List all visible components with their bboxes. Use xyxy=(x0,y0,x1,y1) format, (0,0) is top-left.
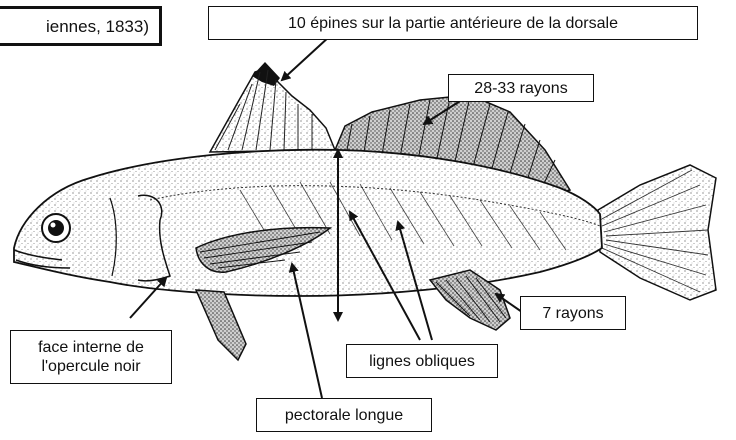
pelvic-fin xyxy=(196,290,246,360)
pectoral-text: pectorale longue xyxy=(285,406,403,425)
opercle-text-line2: l'opercule noir xyxy=(41,357,140,376)
title-fragment-box: iennes, 1833) xyxy=(0,6,162,46)
dorsal-spines-label: 10 épines sur la partie antérieure de la… xyxy=(208,6,698,40)
pectoral-label: pectorale longue xyxy=(256,398,432,432)
oblique-lines-text: lignes obliques xyxy=(369,352,475,371)
oblique-lines-label: lignes obliques xyxy=(346,344,498,378)
soft-rays-text: 28-33 rayons xyxy=(474,79,567,98)
arrow-dorsal-spines xyxy=(282,36,330,80)
soft-rays-label: 28-33 rayons xyxy=(448,74,594,102)
opercle-label: face interne de l'opercule noir xyxy=(10,330,172,384)
eye-icon xyxy=(42,214,70,242)
anal-rays-text: 7 rayons xyxy=(542,304,603,323)
dorsal-spines-text: 10 épines sur la partie antérieure de la… xyxy=(288,14,618,33)
anal-rays-label: 7 rayons xyxy=(520,296,626,330)
opercle-text-line1: face interne de xyxy=(38,338,144,357)
title-fragment: iennes, 1833) xyxy=(46,17,149,36)
